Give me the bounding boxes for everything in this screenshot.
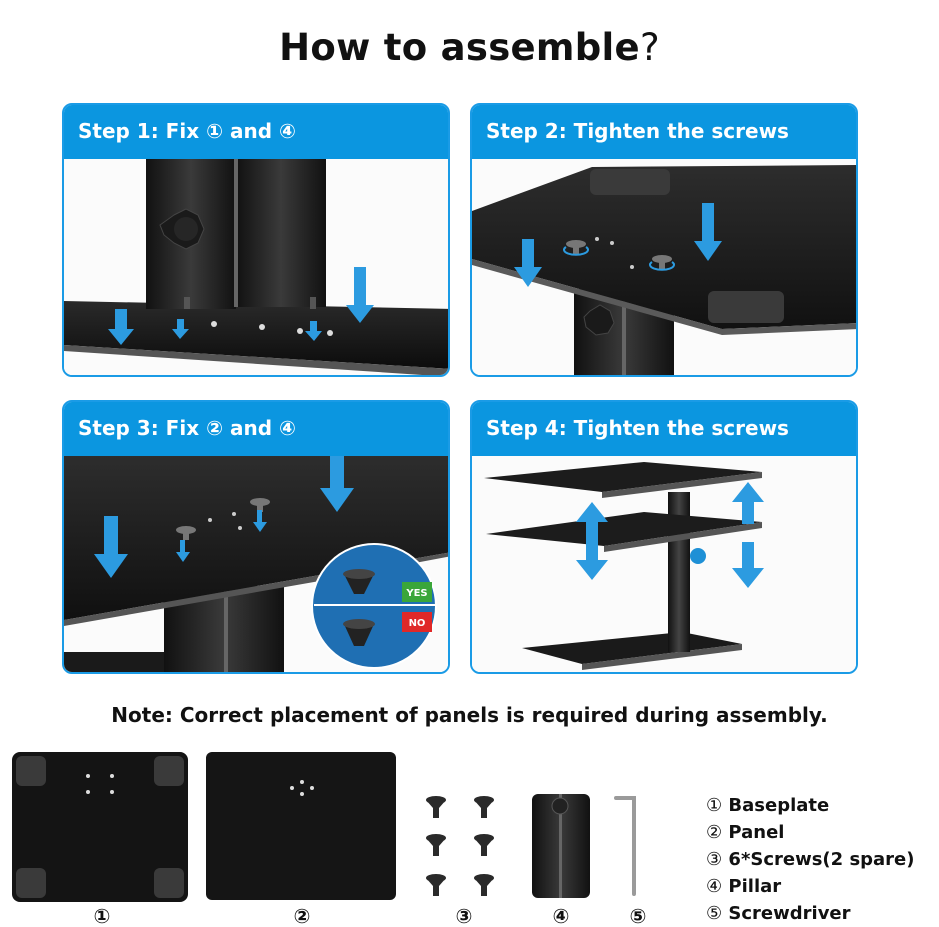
legend-item: ④ Pillar	[706, 873, 915, 900]
page-title-main: How to assemble	[279, 26, 640, 69]
page-title: How to assemble?	[0, 26, 939, 69]
legend-name: 6*Screws(2 spare)	[728, 849, 915, 870]
step-3-illustration: YES NO	[64, 456, 448, 672]
part-baseplate	[12, 752, 188, 906]
legend-name: Baseplate	[728, 795, 830, 816]
legend-number: ①	[706, 795, 723, 816]
part-screwdriver	[612, 794, 642, 902]
legend-name: Pillar	[728, 876, 782, 897]
legend-item: ③ 6*Screws(2 spare)	[706, 846, 915, 873]
part-screws	[420, 792, 510, 900]
part-number-4: ④	[552, 904, 570, 927]
legend-number: ②	[706, 822, 723, 843]
yes-badge-label: YES	[405, 588, 427, 599]
part-panel	[206, 752, 396, 904]
part-number-5: ⑤	[629, 904, 647, 927]
step-1-illustration	[64, 159, 448, 375]
legend-number: ⑤	[706, 903, 723, 924]
no-badge-label: NO	[409, 618, 426, 629]
yes-badge	[402, 582, 432, 602]
step-2-card: Step 2: Tighten the screws	[470, 103, 858, 377]
legend-name: Panel	[728, 822, 785, 843]
part-number-2: ②	[293, 904, 311, 927]
assembly-note: Note: Correct placement of panels is req…	[111, 703, 828, 727]
step-3-header: Step 3: Fix ② and ④	[64, 402, 448, 456]
step-1-header: Step 1: Fix ① and ④	[64, 105, 448, 159]
no-badge	[402, 612, 432, 632]
legend-item: ⑤ Screwdriver	[706, 900, 915, 927]
part-number-1: ①	[93, 904, 111, 927]
step-4-header: Step 4: Tighten the screws	[472, 402, 856, 456]
parts-legend: ① Baseplate ② Panel ③ 6*Screws(2 spare) …	[706, 792, 915, 927]
legend-number: ④	[706, 876, 723, 897]
legend-number: ③	[706, 849, 723, 870]
part-number-3: ③	[455, 904, 473, 927]
step-2-header: Step 2: Tighten the screws	[472, 105, 856, 159]
part-pillar	[530, 794, 592, 902]
page-title-suffix: ?	[639, 26, 660, 69]
step-1-card: Step 1: Fix ① and ④	[62, 103, 450, 377]
step-2-illustration	[472, 159, 856, 375]
legend-name: Screwdriver	[728, 903, 851, 924]
step-3-card: Step 3: Fix ② and ④	[62, 400, 450, 674]
legend-item: ② Panel	[706, 819, 915, 846]
step-4-illustration	[472, 456, 856, 672]
step-4-card: Step 4: Tighten the screws	[470, 400, 858, 674]
legend-item: ① Baseplate	[706, 792, 915, 819]
